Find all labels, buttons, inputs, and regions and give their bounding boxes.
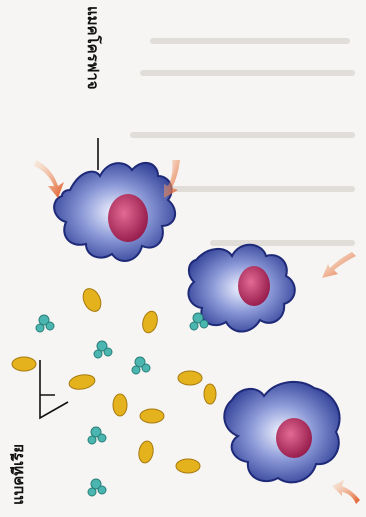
arrow-icon — [34, 160, 64, 198]
bacteria-label: แบคทีเรีย — [6, 444, 30, 505]
nucleus — [108, 194, 148, 242]
nucleus — [276, 418, 312, 458]
macrophage-cell — [54, 163, 175, 261]
nucleus — [238, 266, 270, 306]
bacteria-cluster — [12, 286, 216, 473]
macrophage-cell — [224, 382, 339, 483]
macrophage-cell — [188, 245, 294, 332]
arrow-icon — [322, 252, 356, 278]
macrophage-label: แมคโครฟาจ — [81, 6, 105, 90]
arrow-icon — [332, 480, 360, 504]
